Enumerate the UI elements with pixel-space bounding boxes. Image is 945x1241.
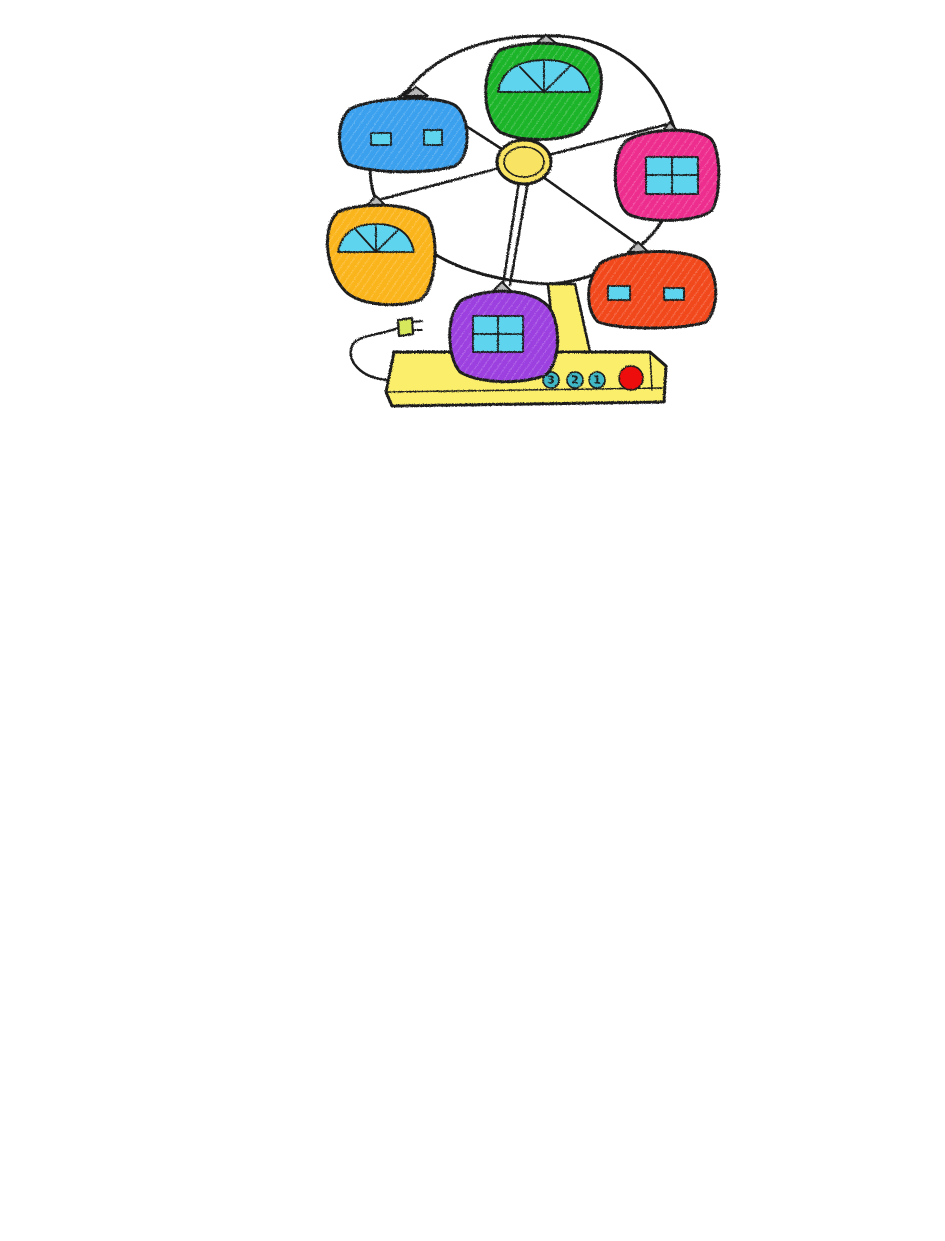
window: [663, 287, 685, 301]
cabin-blue: [337, 86, 469, 174]
window: [370, 132, 392, 146]
speed-button-3[interactable]: 3: [542, 371, 560, 389]
cabin-green: [484, 34, 603, 141]
control-buttons: 3 2 1: [542, 365, 644, 391]
window: [472, 315, 524, 353]
speed-button-3-circle: [542, 371, 560, 389]
power-cord: [349, 326, 400, 382]
window: [607, 285, 631, 301]
speed-button-2-label: 2: [571, 374, 579, 387]
cabin-purple: [448, 281, 559, 384]
window: [645, 156, 699, 195]
speed-button-1-circle: [588, 371, 606, 389]
plug-icon: [396, 316, 423, 338]
wheel-hub: [495, 138, 553, 186]
speed-button-1[interactable]: 1: [588, 371, 606, 389]
cabin-orange-yellow: [326, 195, 437, 307]
window: [497, 59, 591, 93]
speed-button-3-label: 3: [547, 374, 555, 387]
speed-button-1-label: 1: [593, 374, 601, 387]
window: [337, 223, 415, 253]
cabin-pink: [613, 121, 721, 222]
cabin-red-orange: [587, 241, 718, 330]
speed-button-2-circle: [566, 371, 584, 389]
window: [423, 129, 443, 146]
power-button[interactable]: [618, 365, 644, 391]
speed-button-2[interactable]: 2: [566, 371, 584, 389]
